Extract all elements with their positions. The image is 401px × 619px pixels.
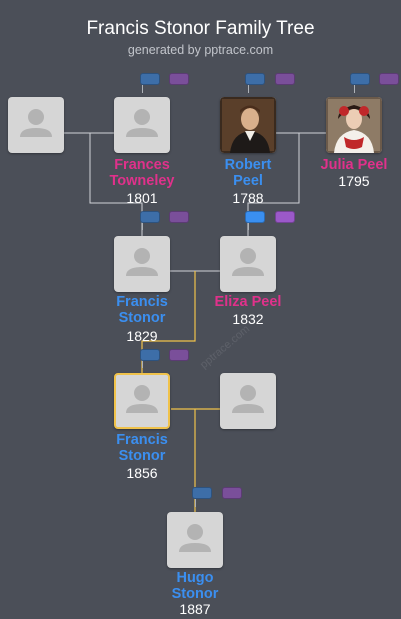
person-name[interactable]: Robert Peel <box>193 157 303 189</box>
mother-link-icon[interactable] <box>169 73 189 85</box>
mother-link-icon[interactable] <box>275 211 295 223</box>
person-silhouette-icon <box>126 385 158 413</box>
mother-link-icon[interactable] <box>379 73 399 85</box>
person-silhouette-icon <box>126 109 158 137</box>
person-silhouette-icon <box>20 109 52 137</box>
person-card-frances-towneley[interactable] <box>114 97 170 153</box>
father-link-icon[interactable] <box>245 73 265 85</box>
person-silhouette-icon <box>232 385 264 413</box>
birth-year: 1801 <box>126 190 158 206</box>
person-name[interactable]: Francis Stonor <box>87 432 197 464</box>
name-line: Stonor <box>118 310 166 326</box>
page-title: Francis Stonor Family Tree <box>86 18 315 39</box>
person-card-eliza-peel[interactable] <box>220 236 276 292</box>
mother-link-icon[interactable] <box>222 487 242 499</box>
name-line: Frances <box>114 157 170 173</box>
person-card-francis-stonor-1829[interactable] <box>114 236 170 292</box>
portrait-image <box>326 97 382 153</box>
mother-link-icon[interactable] <box>275 73 295 85</box>
person-name[interactable]: Hugo Stonor <box>140 570 250 602</box>
birth-year: 1829 <box>126 328 158 344</box>
person-name[interactable]: Francis Stonor <box>87 294 197 326</box>
person-card-unknown[interactable] <box>8 97 64 153</box>
father-link-icon[interactable] <box>245 211 265 223</box>
birth-year: 1887 <box>179 601 211 617</box>
parent-link-stub <box>142 360 143 368</box>
father-link-icon[interactable] <box>350 73 370 85</box>
person-silhouette-icon <box>179 524 211 552</box>
parent-link-stub <box>142 85 143 93</box>
parent-link-stub <box>354 85 355 93</box>
name-line: Stonor <box>171 586 219 602</box>
person-silhouette-icon <box>232 248 264 276</box>
name-line: Francis <box>116 294 168 310</box>
mother-link-icon[interactable] <box>169 349 189 361</box>
person-card-francis-stonor-1856[interactable] <box>114 373 170 429</box>
person-photo-robert-peel[interactable] <box>220 97 276 153</box>
father-link-icon[interactable] <box>140 349 160 361</box>
parent-link-stub <box>248 222 249 230</box>
person-name[interactable]: Frances Towneley <box>87 157 197 189</box>
name-line: Stonor <box>118 448 166 464</box>
birth-year: 1788 <box>232 190 264 206</box>
father-link-icon[interactable] <box>192 487 212 499</box>
person-card-unknown-spouse[interactable] <box>220 373 276 429</box>
name-line: Hugo <box>176 570 214 586</box>
name-line: Towneley <box>109 173 175 189</box>
birth-year: 1832 <box>232 311 264 327</box>
person-photo-julia-peel[interactable] <box>326 97 382 153</box>
birth-year: 1795 <box>338 173 370 189</box>
birth-year: 1856 <box>126 465 158 481</box>
person-name[interactable]: Julia Peel <box>320 157 388 173</box>
parent-link-stub <box>142 222 143 230</box>
person-silhouette-icon <box>126 248 158 276</box>
mother-link-icon[interactable] <box>169 211 189 223</box>
person-name[interactable]: Eliza Peel <box>214 294 282 310</box>
father-link-icon[interactable] <box>140 73 160 85</box>
name-line: Peel <box>233 173 263 189</box>
portrait-image <box>220 97 276 153</box>
parent-link-stub <box>248 85 249 93</box>
father-link-icon[interactable] <box>140 211 160 223</box>
person-card-hugo-stonor[interactable] <box>167 512 223 568</box>
name-line: Francis <box>116 432 168 448</box>
page-subtitle: generated by pptrace.com <box>127 43 274 57</box>
name-line: Robert <box>224 157 272 173</box>
parent-link-stub <box>195 499 196 507</box>
